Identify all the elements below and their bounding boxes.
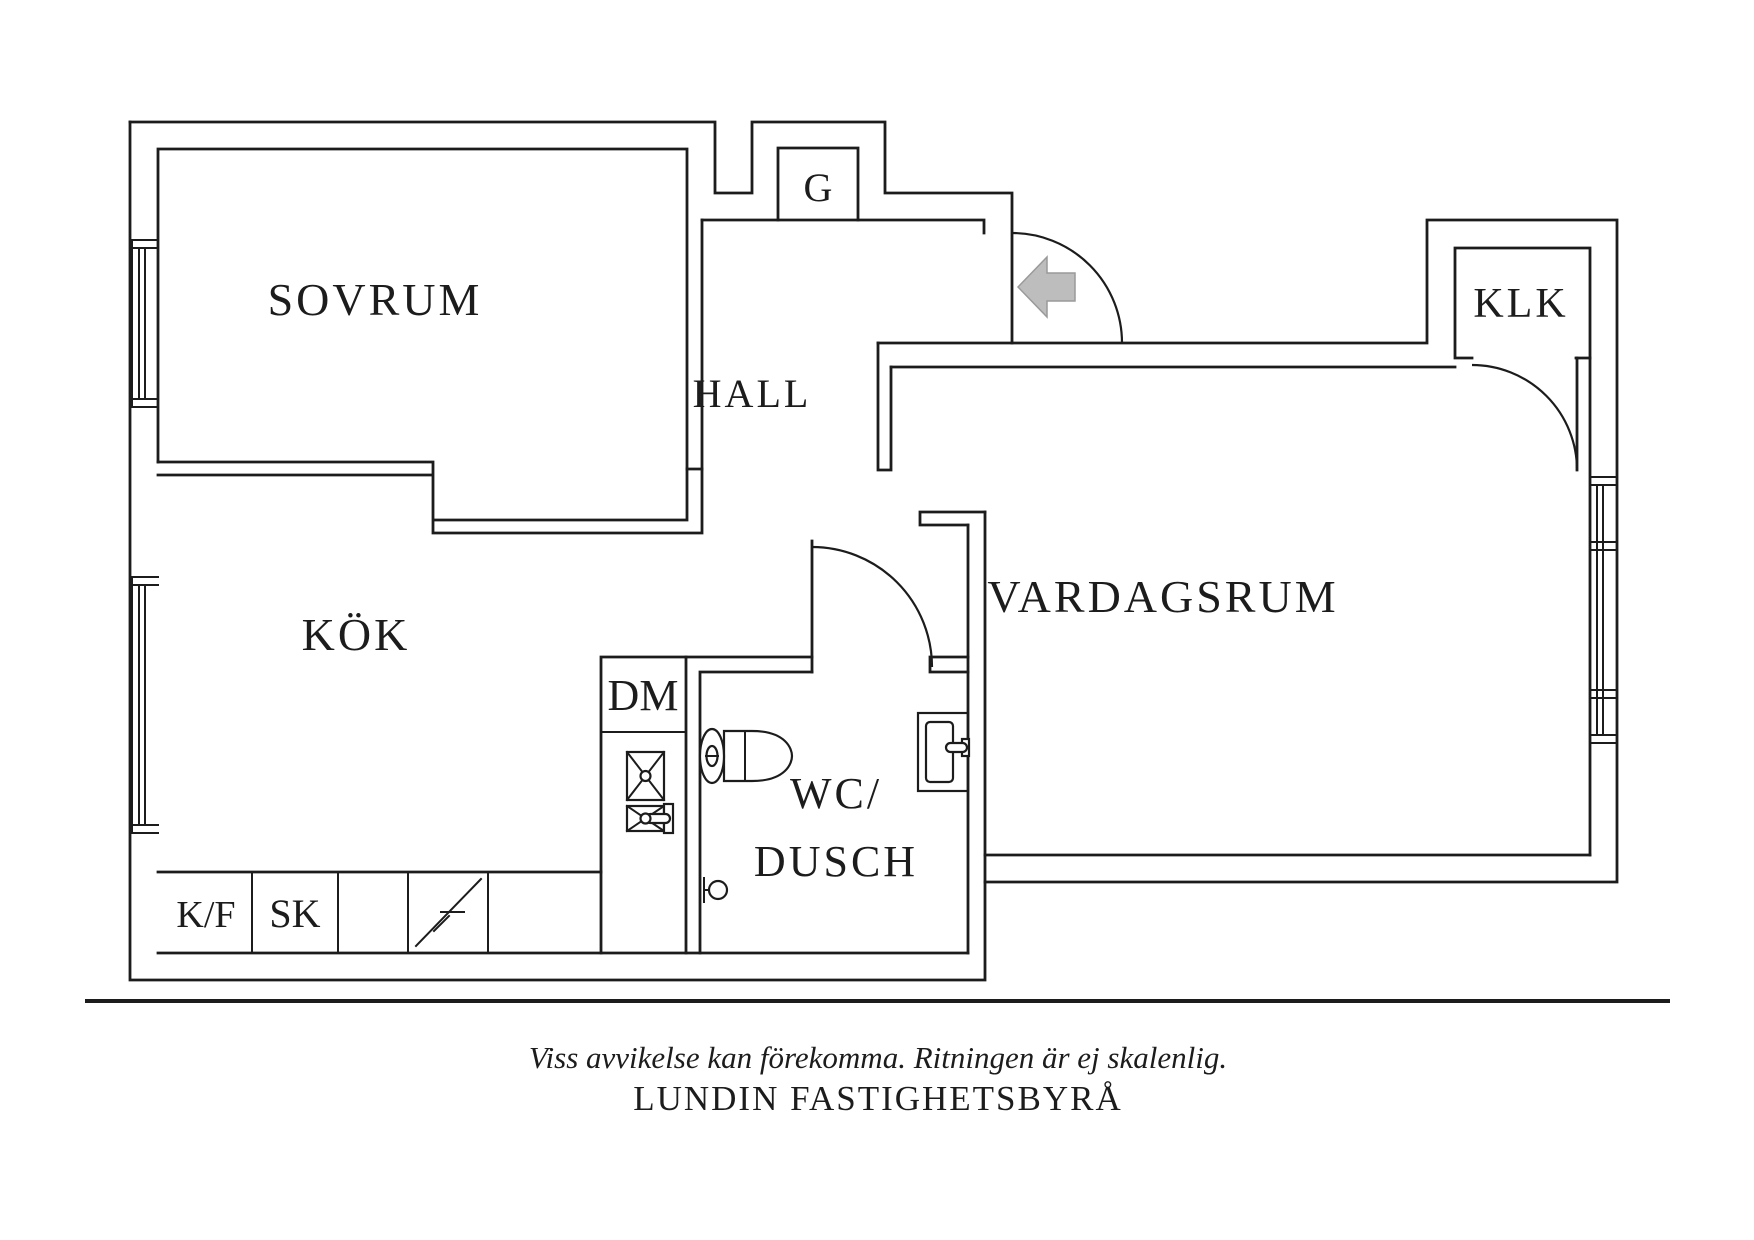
kitchen-sink	[625, 750, 675, 835]
shower	[703, 877, 729, 903]
toilet-icon	[722, 729, 794, 783]
brand-text: LUNDIN FASTIGHETSBYRÅ	[633, 1079, 1123, 1118]
window-icon	[131, 239, 159, 408]
kitchen-counter	[156, 655, 688, 955]
entrance-door	[1011, 231, 1124, 344]
disclaimer-text: Viss avvikelse kan förekomma. Ritningen …	[529, 1040, 1227, 1075]
room-label-wc-line1: WC/	[790, 769, 882, 818]
room-label-klk: KLK	[1473, 281, 1568, 327]
toilet	[698, 727, 794, 785]
washbasin	[916, 711, 971, 793]
klk-door	[1471, 356, 1579, 472]
vardagsrum-window	[1589, 476, 1618, 744]
kok-window	[131, 576, 159, 834]
door-swing-icon	[1471, 363, 1579, 471]
room-label-hall: HALL	[693, 371, 812, 416]
room-label-kok: KÖK	[302, 609, 411, 660]
wc-door	[810, 539, 934, 674]
window-icon	[131, 576, 159, 834]
window-icon	[1589, 476, 1618, 744]
room-label-garderob: G	[804, 165, 833, 210]
sovrum-window	[131, 239, 159, 408]
room-label-sovrum: SOVRUM	[268, 274, 483, 325]
kitchen-sink-icon	[625, 750, 666, 802]
fixture-label-dm: DM	[608, 671, 679, 720]
stove-icon	[414, 877, 483, 948]
exterior-walls	[128, 120, 1619, 982]
faucet-icon	[944, 741, 969, 754]
fixture-label-sk: SK	[269, 891, 320, 936]
interior-walls	[156, 146, 1592, 955]
footer: Viss avvikelse kan förekomma. Ritningen …	[85, 999, 1670, 1118]
room-label-vardagsrum: VARDAGSRUM	[987, 571, 1338, 622]
door-swing-icon	[1011, 231, 1124, 344]
fixture-label-kf: K/F	[176, 894, 235, 936]
door-swing-icon	[811, 545, 934, 668]
entrance-arrow-icon	[1016, 255, 1076, 319]
room-label-wc-line2: DUSCH	[754, 837, 918, 886]
